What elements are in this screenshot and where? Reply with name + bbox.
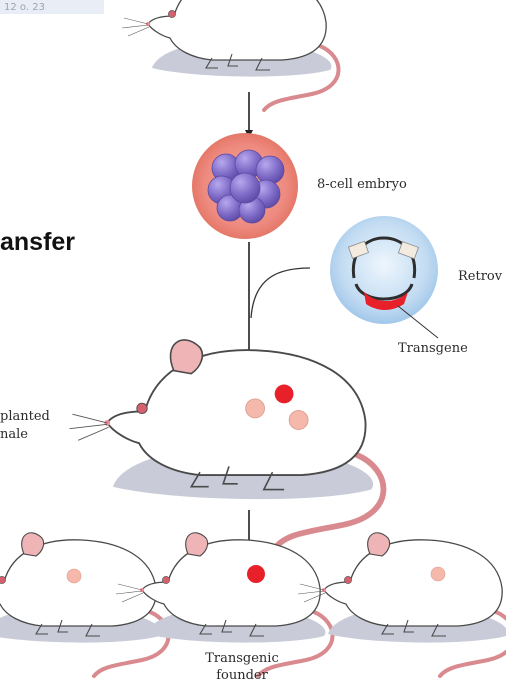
top-mouse-icon bbox=[120, 0, 341, 113]
founder-mouse-icon bbox=[114, 530, 335, 678]
slide-heading: ansfer bbox=[0, 228, 75, 256]
retrovirus-icon bbox=[330, 216, 438, 324]
founder-label-2: founder bbox=[216, 668, 268, 683]
surrogate-mouse-icon bbox=[69, 340, 383, 548]
surrogate-label-1: planted bbox=[0, 409, 50, 424]
retrovirus-label: Retrov bbox=[458, 269, 503, 284]
transgene-pointer bbox=[397, 305, 439, 339]
corner-box bbox=[0, 0, 104, 14]
transgene-label: Transgene bbox=[398, 341, 468, 356]
embryo-label: 8-cell embryo bbox=[317, 177, 407, 192]
offspring-mouse-right-icon bbox=[296, 530, 506, 678]
corner-text: 12 o. 23 bbox=[4, 2, 45, 13]
surrogate-label-2: nale bbox=[0, 427, 28, 442]
offspring-mouse-left-icon bbox=[0, 530, 171, 678]
founder-label-1: Transgenic bbox=[205, 651, 279, 666]
merge-line bbox=[250, 267, 311, 319]
embryo-icon bbox=[192, 133, 298, 239]
